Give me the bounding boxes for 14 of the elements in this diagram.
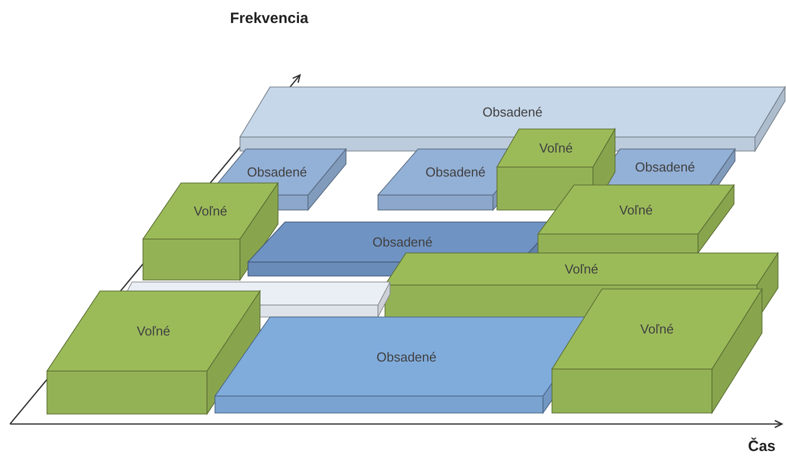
block-label: Obsadené bbox=[426, 164, 486, 180]
block-label: Voľné bbox=[619, 202, 653, 217]
block-label: Obsadené bbox=[247, 164, 307, 180]
axis-label: Frekvencia bbox=[230, 10, 308, 27]
block-label: Voľné bbox=[564, 262, 598, 276]
block-label: Obsadené bbox=[376, 349, 436, 364]
block-label: Voľné bbox=[136, 324, 170, 338]
block-label: Voľné bbox=[539, 140, 573, 156]
block-label: Obsadené bbox=[482, 104, 542, 120]
axis-label: Čas bbox=[748, 438, 776, 455]
block-label: Voľné bbox=[640, 322, 674, 336]
block-label: Voľné bbox=[194, 204, 228, 218]
block-label: Obsadené bbox=[372, 234, 432, 250]
block-label: Obsadené bbox=[635, 160, 695, 174]
